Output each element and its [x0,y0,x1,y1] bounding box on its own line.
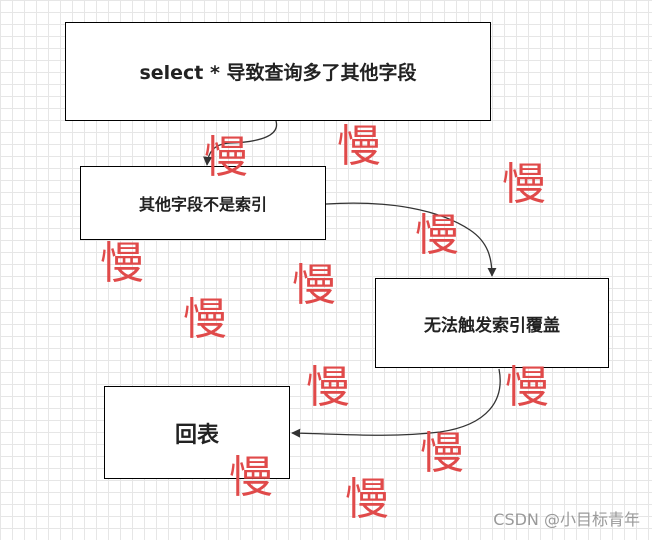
slow-annotation: 慢 [502,159,546,210]
slow-annotation: 慢 [337,121,381,172]
edge-n2-n3 [325,202,497,277]
edge-n1-n2 [203,120,278,166]
node-label: select * 导致查询多了其他字段 [139,62,417,84]
slow-annotation: 慢 [183,294,227,345]
edge-n3-n4 [291,368,501,438]
slow-annotation: 慢 [292,260,336,311]
slow-annotation: 慢 [345,474,389,525]
node-label: 回表 [174,422,219,448]
node-label: 其他字段不是索引 [138,195,267,214]
slow-annotation: 慢 [415,210,459,261]
slow-annotation: 慢 [100,238,144,289]
flow-node-select-star: select * 导致查询多了其他字段 [65,22,491,121]
slow-annotation: 慢 [306,362,350,413]
flow-node-no-covering-index: 无法触发索引覆盖 [375,278,609,368]
watermark: CSDN @小目标青年 [493,510,640,529]
node-label: 无法触发索引覆盖 [424,315,560,336]
slow-annotation: 慢 [229,452,273,503]
flow-node-table-lookup: 回表 [104,386,290,479]
slow-annotation: 慢 [420,428,464,479]
flow-node-non-index-fields: 其他字段不是索引 [80,166,326,240]
slow-annotation: 慢 [204,132,248,183]
slow-annotation: 慢 [505,362,549,413]
